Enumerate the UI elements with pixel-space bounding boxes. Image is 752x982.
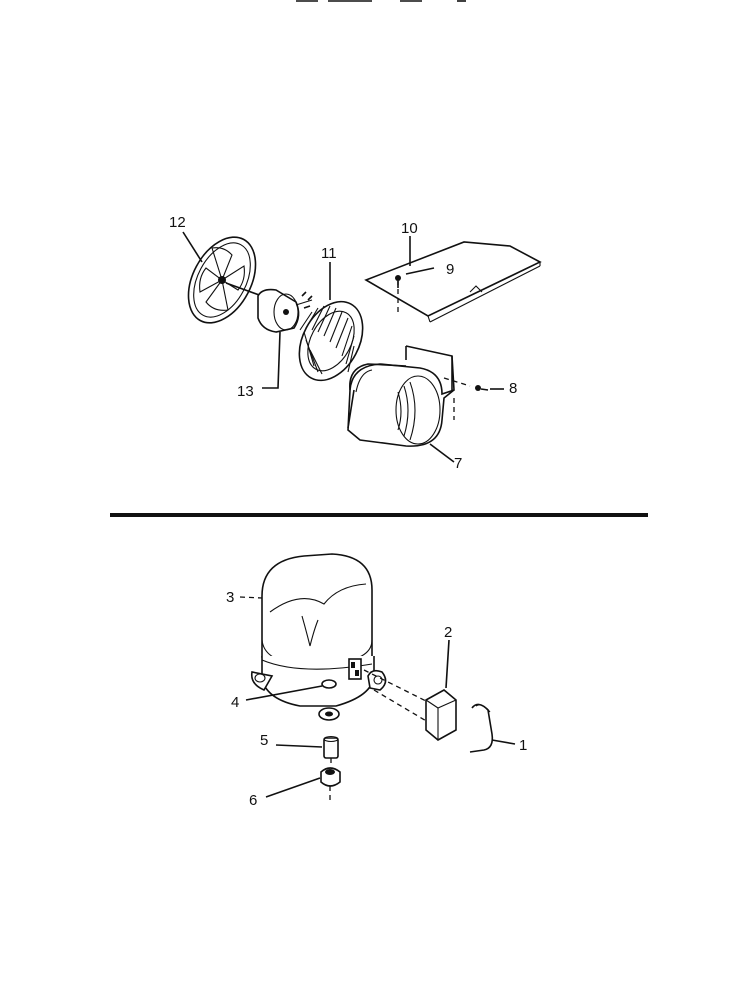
screw-9 xyxy=(395,275,401,288)
callout-2: 2 xyxy=(444,624,452,641)
lower-assembly: 3 2 1 4 5 6 xyxy=(226,553,527,809)
lower-dash-lines xyxy=(363,669,429,723)
callout-8: 8 xyxy=(509,380,517,397)
callout-1: 1 xyxy=(519,737,527,754)
callout-6: 6 xyxy=(249,792,257,809)
callout-4: 4 xyxy=(231,694,239,711)
callout-9: 9 xyxy=(446,261,454,278)
callout-12: 12 xyxy=(169,214,186,231)
callout-5: 5 xyxy=(260,732,268,749)
callout-3: 3 xyxy=(226,589,234,606)
upper-leaders xyxy=(182,231,504,463)
fan-blade xyxy=(187,236,263,324)
callout-7: 7 xyxy=(454,455,462,472)
cover-plate xyxy=(364,241,542,323)
lower-leaders xyxy=(239,596,516,798)
blower-housing xyxy=(347,345,471,447)
section-divider xyxy=(110,513,648,517)
screw-8 xyxy=(475,385,489,391)
mount-foot xyxy=(320,767,341,800)
sleeve xyxy=(323,735,339,766)
callout-13: 13 xyxy=(237,383,254,400)
blower-wheel xyxy=(298,300,364,382)
motor xyxy=(257,288,313,333)
relay xyxy=(425,689,457,741)
upper-assembly: 12 13 11 10 9 8 7 xyxy=(169,214,542,472)
callout-11: 11 xyxy=(321,245,337,262)
callout-10: 10 xyxy=(401,220,418,237)
overload-clip xyxy=(469,703,494,753)
compressor xyxy=(250,553,387,721)
